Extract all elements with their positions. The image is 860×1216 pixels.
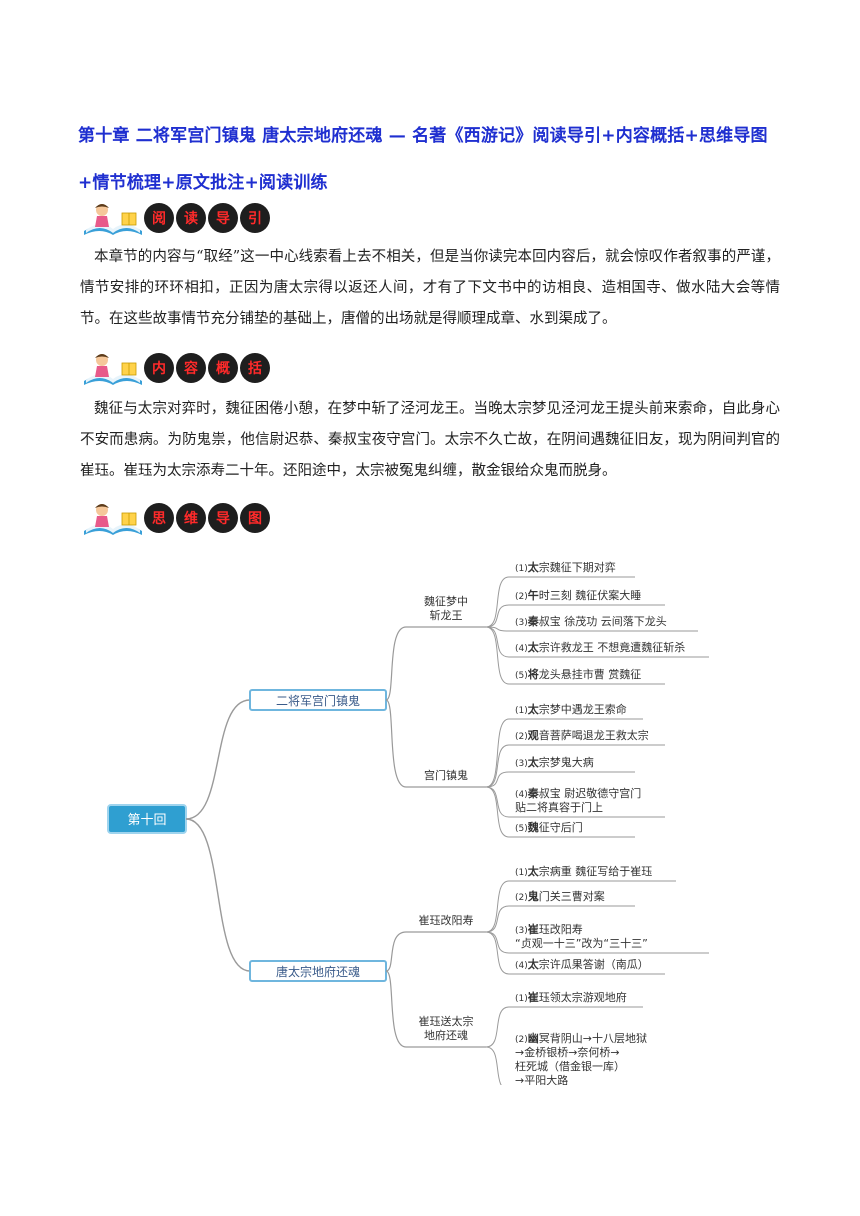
- branch-connector: [186, 700, 250, 819]
- leaf-label: (2)幽冥背阴山→十八层地狱: [515, 1031, 647, 1045]
- reading-child-icon: [80, 201, 146, 237]
- leaf-label: (3)太宗梦鬼大病: [515, 755, 594, 769]
- leaf-label: →金桥银桥→奈何桥→: [515, 1045, 620, 1059]
- badge-char: 容: [176, 353, 206, 383]
- badge-char: 阅: [144, 203, 174, 233]
- leaf-label: (2)观音菩萨喝退龙王救太宗: [515, 728, 649, 742]
- badge-char: 思: [144, 503, 174, 533]
- sub-node-label: 崔珏改阳寿: [419, 913, 474, 927]
- sub-node-label: 崔珏送太宗: [419, 1014, 474, 1028]
- leaf-label: (4)太宗许瓜果答谢（南瓜）: [515, 957, 649, 971]
- badge-char: 导: [208, 203, 238, 233]
- leaf-label: (1)崔珏领太宗游观地府: [515, 990, 627, 1004]
- leaf-label: (4)秦叔宝 尉迟敬德守宫门: [515, 786, 641, 800]
- reading-child-icon: [80, 501, 146, 537]
- leaf-label: (3)崔珏改阳寿: [515, 922, 583, 936]
- guide-paragraph: 本章节的内容与“取经”这一中心线索看上去不相关，但是当你读完本回内容后，就会惊叹…: [80, 242, 780, 335]
- section-header-summary: 内 容 概 括: [80, 351, 260, 387]
- leaf-label: (1)太宗病重 魏征写给于崔珏: [515, 864, 652, 878]
- root-node-label: 第十回: [127, 813, 166, 828]
- leaf-label: (4)太宗许救龙王 不想竟遭魏征斩杀: [515, 640, 685, 654]
- badge-char: 图: [240, 503, 270, 533]
- leaf-label: (5)将龙头悬挂市曹 赏魏征: [515, 667, 641, 681]
- leaf-label: (2)午时三刻 魏征伏案大睡: [515, 588, 641, 602]
- badge-char: 导: [208, 503, 238, 533]
- badge-char: 维: [176, 503, 206, 533]
- badge-char: 括: [240, 353, 270, 383]
- sub-connector: [386, 932, 486, 971]
- leaf-label: →平阳大路: [515, 1073, 568, 1085]
- leaf-label: 枉死城（借金银一库）: [515, 1059, 625, 1073]
- badge-char: 概: [208, 353, 238, 383]
- sub-connector: [386, 627, 486, 700]
- badge-char: 读: [176, 203, 206, 233]
- summary-paragraph: 魏征与太宗对弈时，魏征困倦小憩，在梦中斩了泾河龙王。当晚太宗梦见泾河龙王提头前来…: [80, 394, 780, 487]
- reading-child-icon: [80, 351, 146, 387]
- leaf-label: (2)鬼门关三曹对案: [515, 889, 605, 903]
- leaf-label: “贞观一十三”改为“三十三”: [515, 936, 648, 950]
- badge-char: 内: [144, 353, 174, 383]
- branch-connector: [186, 819, 250, 971]
- section-header-guide: 阅 读 导 引: [80, 201, 260, 237]
- sub-node-label: 斩龙王: [430, 608, 463, 622]
- sub-node-label: 地府还魂: [424, 1028, 468, 1042]
- leaf-label: (5)魏征守后门: [515, 820, 583, 834]
- leaf-label: (1)太宗梦中遇龙王索命: [515, 702, 627, 716]
- sub-node-label: 宫门镇鬼: [424, 768, 468, 782]
- badge-char: 引: [240, 203, 270, 233]
- leaf-label: (1)太宗魏征下期对弈: [515, 560, 616, 574]
- branch-node-label: 唐太宗地府还魂: [276, 964, 360, 979]
- leaf-label: (3)秦叔宝 徐茂功 云间落下龙头: [515, 614, 667, 628]
- section-header-mindmap: 思 维 导 图: [80, 501, 260, 537]
- leaf-label: 贴二将真容于门上: [515, 800, 603, 814]
- page-title: 第十章 二将军宫门镇鬼 唐太宗地府还魂 — 名著《西游记》阅读导引+内容概括+思…: [78, 113, 788, 207]
- leaf-connector: [486, 772, 635, 787]
- sub-node-label: 魏征梦中: [424, 594, 468, 608]
- branch-node-label: 二将军宫门镇鬼: [276, 693, 360, 708]
